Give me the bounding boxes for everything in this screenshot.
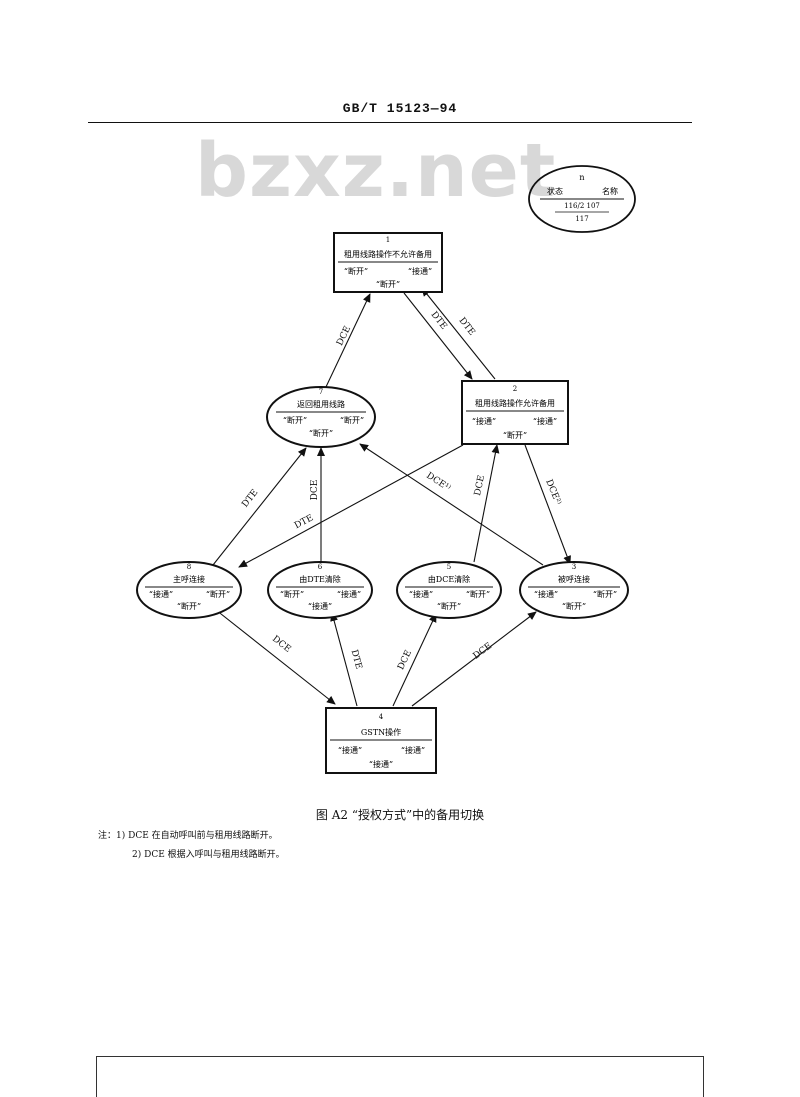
edge-4-5 <box>392 613 437 707</box>
note-2: 2) DCE 根据入呼叫与租用线路断开。 <box>132 850 285 860</box>
node-7-bottom: “断开” <box>309 428 333 438</box>
node-8-title: 主呼连接 <box>173 574 205 584</box>
label-e6-7: DCE <box>310 480 320 501</box>
edge-2-1 <box>421 287 496 380</box>
node-5-title: 由DCE清除 <box>428 574 470 584</box>
node-6-right: “接通” <box>337 589 361 599</box>
label-e5-2: DCE <box>473 474 487 496</box>
edge-4-6 <box>330 612 358 707</box>
node-1-number: 1 <box>386 236 390 244</box>
label-e8-4: DCE <box>270 634 292 655</box>
state-node-6: 6 由DTE清除 “断开” “接通” “接通” <box>267 561 373 619</box>
label-e4-6: DTE <box>349 649 364 671</box>
edge-5-2 <box>473 444 500 563</box>
node-5-right: “断开” <box>466 589 490 599</box>
node-3-right: “断开” <box>593 589 617 599</box>
node-6-number: 6 <box>318 563 323 571</box>
node-1-title: 租用线路操作不允许备用 <box>344 249 432 259</box>
node-1-left: “断开” <box>344 266 368 276</box>
node-2-number: 2 <box>513 385 517 393</box>
node-3-left: “接通” <box>534 589 558 599</box>
legend-state: 状态 <box>547 186 563 196</box>
node-2-title: 租用线路操作允许备用 <box>475 398 555 408</box>
edge-8-4 <box>215 609 336 705</box>
node-3-number: 3 <box>572 563 576 571</box>
legend-n: n <box>579 173 584 182</box>
node-4-title: GSTN操作 <box>361 727 401 737</box>
edge-1-2 <box>403 292 473 380</box>
node-8-bottom: “断开” <box>177 601 201 611</box>
figure-caption: 图 A2 “授权方式”中的备用切换 <box>315 808 485 822</box>
edge-labels: DCE DTE DTE DTE DCE DTE DCE¹⁾ DCE DCE²⁾ … <box>240 310 563 672</box>
page-header: GB/T 15123—94 <box>342 101 458 116</box>
legend: n 状态 名称 116/2 107 117 <box>528 165 636 233</box>
node-1-bottom: “断开” <box>376 279 400 289</box>
edge-2-8 <box>238 444 464 568</box>
node-2-bottom: “断开” <box>503 430 527 440</box>
legend-line1: 116/2 107 <box>564 202 600 210</box>
watermark: bzxz.net <box>195 128 557 214</box>
node-8-number: 8 <box>187 563 191 571</box>
edge-2-3 <box>524 444 571 565</box>
node-4-number: 4 <box>379 713 384 721</box>
footer-frame <box>96 1056 704 1097</box>
node-5-number: 5 <box>447 563 451 571</box>
state-node-2: 2 租用线路操作允许备用 “接通” “接通” “断开” <box>461 380 569 445</box>
node-5-bottom: “断开” <box>437 601 461 611</box>
node-3-title: 被呼连接 <box>558 574 590 584</box>
edge-3-7 <box>359 443 544 566</box>
node-7-left: “断开” <box>283 415 307 425</box>
node-7-number: 7 <box>319 388 323 396</box>
state-node-5: 5 由DCE清除 “接通” “断开” “断开” <box>396 561 502 619</box>
node-2-right: “接通” <box>533 416 557 426</box>
label-e2-8: DTE <box>293 513 315 531</box>
edge-7-1 <box>324 293 371 390</box>
label-e4-3: DCE <box>472 641 495 661</box>
label-e3-7: DCE¹⁾ <box>424 470 452 494</box>
label-e8-7: DTE <box>240 488 260 510</box>
header-rule <box>88 122 692 123</box>
node-6-title: 由DTE清除 <box>299 574 341 584</box>
state-node-4: 4 GSTN操作 “接通” “接通” “接通” <box>325 707 437 774</box>
state-node-7: 7 返回租用线路 “断开” “断开” “断开” <box>266 386 376 448</box>
node-6-left: “断开” <box>280 589 304 599</box>
node-8-left: “接通” <box>149 589 173 599</box>
edges <box>212 287 571 707</box>
note-1: 注：1) DCE 在自动呼叫前与租用线路断开。 <box>98 831 278 841</box>
node-6-bottom: “接通” <box>308 601 332 611</box>
node-7-title: 返回租用线路 <box>297 399 345 409</box>
node-7-right: “断开” <box>340 415 364 425</box>
node-5-left: “接通” <box>409 589 433 599</box>
edge-8-7 <box>212 447 307 566</box>
state-node-8: 8 主呼连接 “接通” “断开” “断开” <box>136 561 242 619</box>
legend-name: 名称 <box>602 186 618 196</box>
state-node-3: 3 被呼连接 “接通” “断开” “断开” <box>519 561 629 619</box>
node-8-right: “断开” <box>206 589 230 599</box>
edge-4-3 <box>411 611 537 707</box>
state-node-1: 1 租用线路操作不允许备用 “断开” “接通” “断开” <box>333 232 443 293</box>
node-4-bottom: “接通” <box>369 759 393 769</box>
node-4-right: “接通” <box>401 745 425 755</box>
legend-line2: 117 <box>575 215 588 223</box>
node-3-bottom: “断开” <box>562 601 586 611</box>
node-1-right: “接通” <box>408 266 432 276</box>
node-4-left: “接通” <box>338 745 362 755</box>
node-2-left: “接通” <box>472 416 496 426</box>
label-e4-5: DCE <box>396 649 414 672</box>
